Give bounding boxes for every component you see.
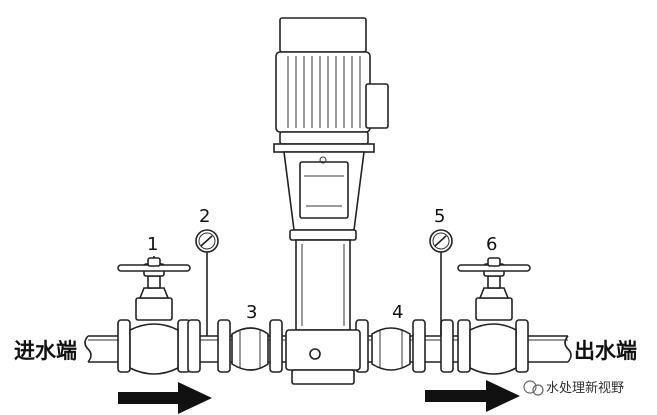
gate-valve-outlet bbox=[457, 257, 531, 375]
flexible-joint-outlet bbox=[371, 327, 411, 371]
callout-6: 6 bbox=[486, 234, 497, 255]
flexible-joint-inlet bbox=[231, 327, 269, 371]
flow-arrow-outlet bbox=[425, 380, 520, 412]
flanges bbox=[117, 319, 529, 373]
watermark-text: 水处理新视野 bbox=[546, 380, 624, 396]
pressure-gauge-inlet bbox=[195, 229, 219, 336]
callout-2: 2 bbox=[199, 206, 210, 227]
gate-valve-inlet bbox=[117, 256, 191, 375]
flow-arrow-inlet bbox=[118, 382, 212, 414]
watermark: 水处理新视野 bbox=[523, 380, 624, 396]
callout-3: 3 bbox=[246, 302, 257, 323]
outlet-label: 出水端 bbox=[574, 339, 637, 363]
vertical-pump bbox=[273, 17, 389, 385]
inlet-label: 进水端 bbox=[14, 339, 77, 363]
wechat-icon bbox=[523, 380, 537, 394]
callout-4: 4 bbox=[392, 302, 403, 323]
pressure-gauge-outlet bbox=[429, 229, 453, 336]
callout-1: 1 bbox=[147, 234, 158, 255]
callout-5: 5 bbox=[434, 206, 445, 227]
